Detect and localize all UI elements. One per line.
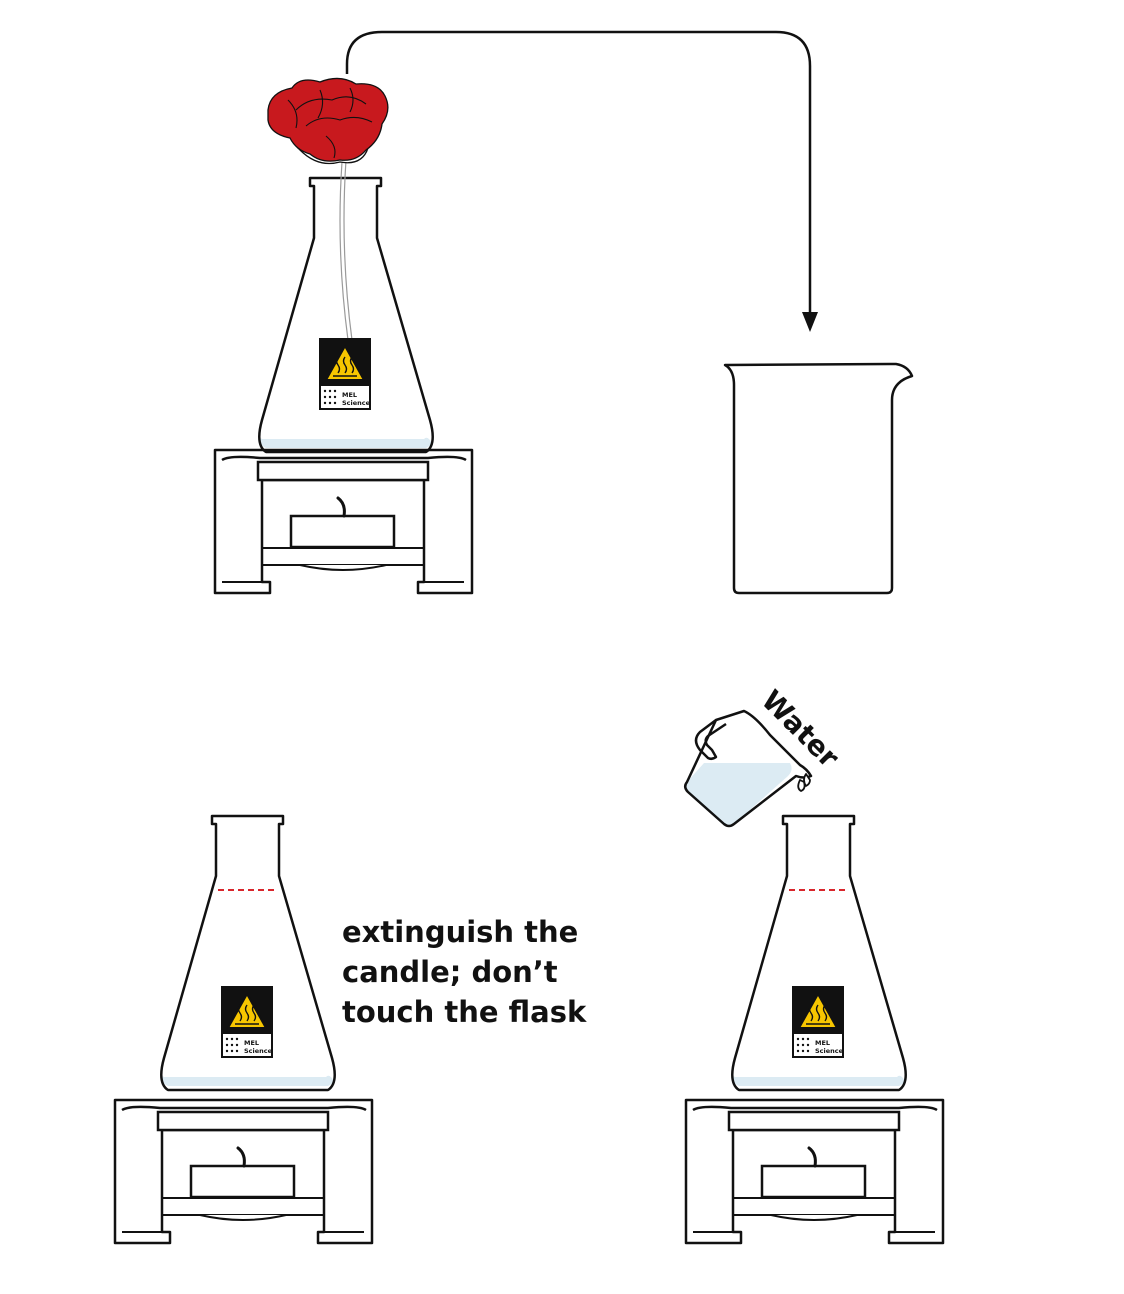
pitcher-icon [684,709,813,828]
rose-icon [267,77,389,165]
step3-flask: MEL Science [731,814,907,1092]
hot-surface-icon [325,345,365,381]
water-label: Water [755,684,846,775]
step2-heating-stand [113,1098,374,1245]
label-brand-line1: MEL [342,391,357,399]
transfer-arrowhead [802,312,818,332]
instruction-line-1: extinguish the [342,915,579,949]
step3-heating-stand [684,1098,945,1245]
label3-brand-line1: MEL [815,1039,830,1047]
step1-heating-stand [213,448,474,595]
rose-stem [339,159,353,341]
warning-label: MEL Science [319,338,371,410]
label2-brand-line2: Science [244,1047,273,1055]
transfer-arrow [345,30,812,318]
step1-flask [258,176,434,454]
instruction-line-2: candle; don’t [342,955,558,989]
beaker [723,362,914,595]
label3-brand-line2: Science [815,1047,844,1055]
instruction-text: extinguish the candle; don’t touch the f… [342,912,642,1032]
step2-flask: MEL Science [160,814,336,1092]
label-brand-line2: Science [342,399,371,407]
instruction-line-3: touch the flask [342,995,587,1029]
label2-brand-line1: MEL [244,1039,259,1047]
